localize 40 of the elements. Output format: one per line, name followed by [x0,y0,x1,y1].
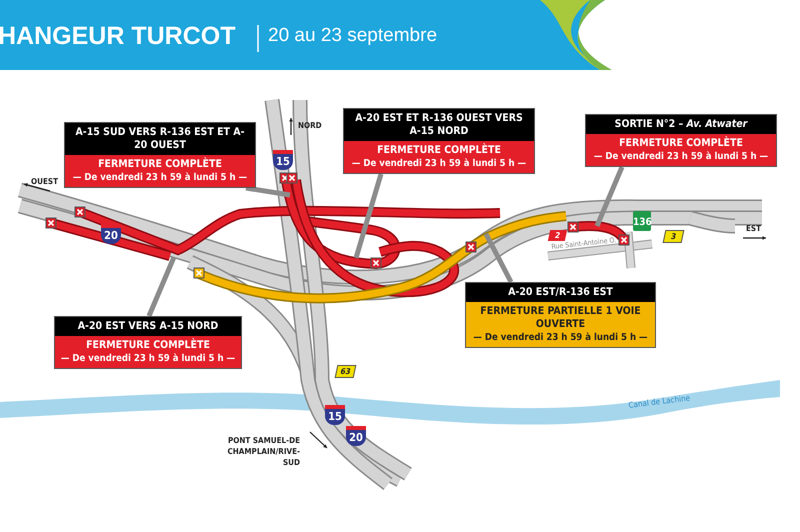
closure-callout [54,316,242,369]
highway-shield: 20 [101,224,121,244]
leader-line [146,256,176,317]
subtitle: 20 au 23 septembre [268,25,438,47]
closure-callout [343,108,535,174]
closure-status: FERMETURE COMPLÈTE [85,339,211,352]
callout-heading: A-20 EST VERS A-15 NORD [55,317,241,336]
direction-label: OUEST [31,177,58,186]
closure-callout [465,282,656,348]
callout-heading: A-20 EST/R-136 EST [466,283,655,302]
highway-shield: 15 [325,405,345,425]
closure-status: FERMETURE COMPLÈTE [376,144,502,157]
closure-schedule: — De vendredi 23 h 59 à lundi 5 h — [350,157,528,170]
highway-shield: 20 [346,426,366,446]
direction-label: EST [746,224,762,233]
direction-label: PONT SAMUEL-DE CHAMPLAIN/RIVE-SUD [226,435,300,468]
leader-line [246,186,290,198]
exit-number-sign: 63 [334,365,356,378]
closure-status: FERMETURE COMPLÈTE [618,137,744,150]
leader-line [484,232,514,284]
closure-callout [585,114,777,167]
closure-callout [64,122,256,188]
closure-status: FERMETURE COMPLÈTE [97,158,223,171]
exit-number-sign: 3 [662,230,684,243]
callout-heading: A-20 EST ET R-136 OUEST VERS A-15 NORD [344,109,534,141]
closure-schedule: — De vendredi 23 h 59 à lundi 5 h — [72,171,248,184]
callout-heading: SORTIE N°2 – Av. Atwater [586,115,776,134]
exit-number-sign: 2 [548,230,568,241]
closure-schedule: — De vendredi 23 h 59 à lundi 5 h — [472,331,649,344]
canal-name: Canal de Lachine [628,393,691,410]
title: HANGEUR TURCOT [0,22,236,51]
leader-line [594,166,624,227]
callout-heading: A-15 SUD VERS R-136 EST ET A-20 OUEST [65,123,255,155]
closure-schedule: — De vendredi 23 h 59 à lundi 5 h — [592,150,770,163]
closure-schedule: — De vendredi 23 h 59 à lundi 5 h — [60,352,236,365]
highway-shield: 15 [273,150,293,170]
route-shield: 136 [633,211,651,231]
direction-label: NORD [298,121,322,130]
closure-status: FERMETURE PARTIELLE 1 VOIE OUVERTE [479,305,642,331]
leader-line [354,173,384,259]
